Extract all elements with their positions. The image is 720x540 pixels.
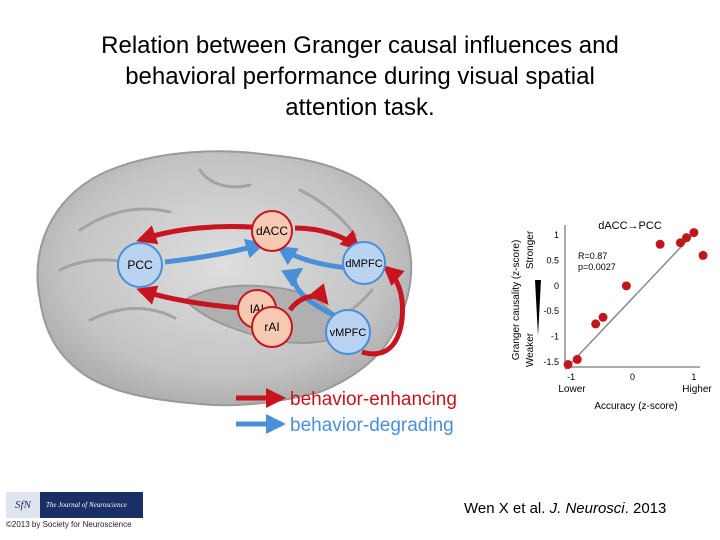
- y-tick-label: -0.5: [543, 306, 559, 316]
- node-vmpfc: vMPFC: [325, 309, 371, 355]
- node-dacc-label: dACC: [256, 224, 288, 238]
- legend-degrading-label: behavior-degrading: [290, 415, 454, 436]
- chart-title: dACC→PCC: [598, 220, 662, 232]
- y-tick-label: -1: [551, 332, 559, 342]
- data-point: [655, 239, 665, 249]
- node-dacc: dACC: [251, 210, 293, 252]
- title-line-3: attention task.: [285, 94, 435, 121]
- data-point: [572, 354, 582, 364]
- legend: behavior-enhancing behavior-degrading: [236, 388, 457, 436]
- journal-logo: SfN The Journal of Neuroscience: [6, 492, 143, 518]
- x-tick-label: -1: [567, 372, 575, 382]
- x-tick-label: 0: [630, 372, 635, 382]
- data-point: [598, 312, 608, 322]
- legend-enhancing-label: behavior-enhancing: [290, 389, 457, 410]
- slide-title: Relation between Granger causal influenc…: [20, 30, 700, 123]
- node-pcc: PCC: [117, 242, 163, 288]
- red-arrow-rai-to-vmpfc: [287, 283, 329, 312]
- node-rai-label: rAI: [264, 320, 279, 334]
- scatter-chart: dACC→PCC 1 0.5 0 -0.5 -1 -1.5 -1 0 1 R=0.87 p=0…: [511, 220, 712, 412]
- x-tick-label: 1: [691, 372, 696, 382]
- x-high-label: Higher: [682, 384, 712, 395]
- legend-enhancing: behavior-enhancing: [236, 388, 457, 410]
- title-line-2: behavioral performance during visual spa…: [125, 63, 595, 90]
- y-tick-label: -1.5: [543, 357, 559, 367]
- red-arrow-dacc-to-pcc: [136, 224, 266, 245]
- y-tick-label: 0: [554, 281, 559, 291]
- citation-journal: J. Neurosci: [549, 500, 625, 517]
- data-points: [563, 228, 708, 369]
- x-axis-label: Accuracy (z-score): [594, 401, 677, 412]
- sfn-logo-mark: SfN: [6, 492, 40, 518]
- citation-year: . 2013: [624, 500, 667, 517]
- y-tick-label: 0.5: [546, 256, 559, 266]
- data-point: [591, 319, 601, 329]
- legend-degrading: behavior-degrading: [236, 414, 454, 436]
- node-dmpfc-label: dMPFC: [345, 258, 382, 270]
- citation: Wen X et al. J. Neurosci. 2013: [464, 500, 666, 517]
- title-line-1: Relation between Granger causal influenc…: [101, 32, 619, 59]
- x-low-label: Lower: [558, 384, 586, 395]
- y-tick-label: 1: [554, 230, 559, 240]
- data-point: [563, 359, 573, 369]
- y-tick-labels: 1 0.5 0 -0.5 -1 -1.5: [543, 230, 559, 367]
- citation-authors: Wen X et al.: [464, 500, 550, 517]
- red-arrow-lai-to-pcc: [136, 285, 241, 311]
- fit-line: [564, 229, 698, 371]
- data-point: [682, 233, 691, 243]
- stat-r: R=0.87: [578, 251, 607, 261]
- y-axis-label: Granger causality (z-score): [511, 240, 522, 361]
- copyright-notice: ©2013 by Society for Neuroscience: [6, 520, 132, 529]
- data-point: [621, 281, 631, 291]
- blue-arrow-vmpfc-to-dmpfc: [281, 267, 342, 321]
- y-low-label: Weaker: [525, 332, 536, 367]
- data-point: [689, 228, 699, 238]
- blue-arrow-dmpfc-to-dacc: [276, 245, 351, 271]
- y-high-label: Stronger: [525, 230, 536, 269]
- data-point: [698, 250, 708, 260]
- x-tick-labels: -1 0 1: [567, 372, 696, 382]
- journal-logo-text: The Journal of Neuroscience: [46, 501, 127, 509]
- stat-p: p=0.0027: [578, 262, 616, 272]
- node-dmpfc: dMPFC: [342, 241, 386, 285]
- blue-arrow-pcc-to-dacc: [164, 238, 266, 265]
- node-vmpfc-label: vMPFC: [330, 327, 367, 339]
- y-direction-wedge: [535, 280, 541, 336]
- node-rai: rAI: [251, 306, 293, 348]
- node-pcc-label: PCC: [127, 258, 153, 272]
- red-arrow-vmpfc-to-dmpfc: [361, 265, 405, 357]
- data-point: [675, 238, 685, 248]
